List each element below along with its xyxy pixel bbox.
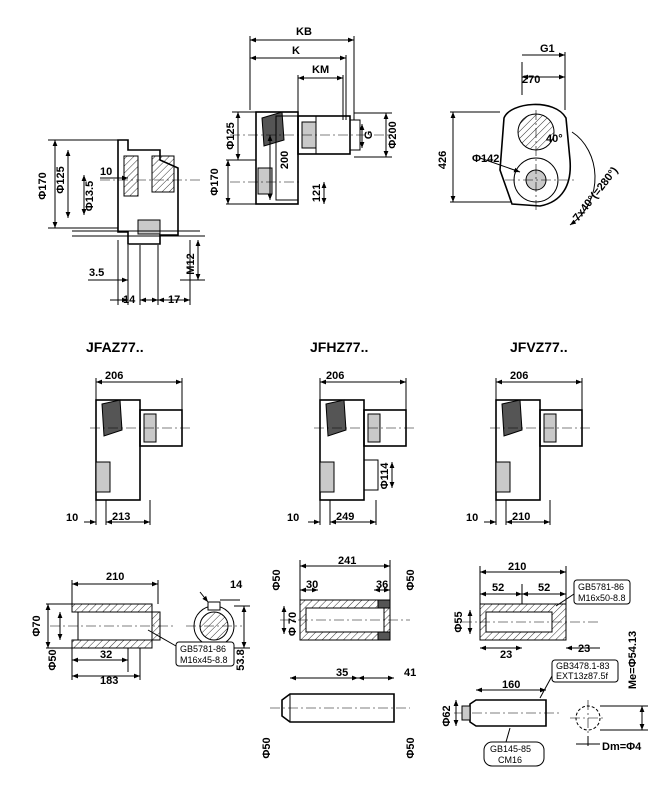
jfhz-view: 206 Φ114 10 249: [287, 370, 414, 525]
k-label: K: [292, 45, 300, 57]
shaft-a-note-line1: GB5781-86: [180, 644, 226, 654]
jfvz-view: 206 10 210: [466, 370, 590, 525]
shaft-v-detail: 210 52 52 Φ55 23 23 GB5781-86 M16x50-8.8…: [441, 561, 648, 767]
shaft-v-160-label: 160: [502, 679, 520, 691]
shaft-v-note1-line1: GB5781-86: [578, 582, 624, 592]
g1-label: G1: [540, 43, 555, 55]
jfvz-210-label: 210: [512, 511, 530, 523]
shaft-v-note2-line1: GB3478.1-83: [556, 661, 610, 671]
shaft-a-183-label: 183: [100, 675, 118, 687]
jfhz-249-label: 249: [336, 511, 354, 523]
left-flange-detail: Φ170 Φ125 Φ13.5 10 3.5 M12 14 17: [37, 139, 205, 306]
holes-label: 7x40°(=280°): [571, 165, 621, 224]
shaft-h-41-label: 41: [404, 667, 416, 679]
jfvz-10-label: 10: [466, 512, 478, 524]
shaft-a-53-8-label: 53.8: [235, 649, 247, 670]
shaft-h-36-label: 36: [376, 579, 388, 591]
deg40-label: 40°: [546, 133, 563, 145]
shaft-a-detail: 210 Φ70 Φ50 32 183 14 53.8 GB5781-86 M16…: [31, 571, 250, 687]
shaft-a-note-line2: M16x45-8.8: [180, 655, 228, 665]
top-center-view: KB K KM Φ200 G Φ125 Φ170 200 121: [209, 26, 399, 205]
dim-17-label: 17: [168, 294, 180, 306]
shaft-v-phi55-label: Φ55: [453, 611, 465, 632]
shaft-h-phi70-label: Φ 70: [287, 612, 299, 636]
shaft-a-phi50-label: Φ50: [47, 649, 59, 670]
dim-270-label: 270: [522, 74, 540, 86]
shaft-h-detail: 241 30 36 Φ50 Φ50 Φ 70 35 41 Φ50 Φ50: [261, 555, 417, 759]
dim-426-label: 426: [437, 151, 449, 169]
dim-10-label: 10: [100, 166, 112, 178]
phi170-top-label: Φ170: [209, 168, 221, 195]
shaft-h-30-label: 30: [306, 579, 318, 591]
jfaz-view: 206 10 213: [66, 370, 190, 525]
jfhz-10-label: 10: [287, 512, 299, 524]
shaft-h-phi50d-label: Φ50: [405, 737, 417, 758]
shaft-a-32-label: 32: [100, 649, 112, 661]
m12-label: M12: [185, 253, 197, 274]
phi125-label: Φ125: [55, 166, 67, 193]
shaft-h-phi50a-label: Φ50: [271, 569, 283, 590]
shaft-v-52b-label: 52: [538, 582, 550, 594]
phi125-top-label: Φ125: [225, 122, 237, 149]
kb-label: KB: [296, 26, 312, 38]
shaft-v-note3-line2: CM16: [498, 755, 522, 765]
shaft-v-23a-label: 23: [500, 649, 512, 661]
shaft-v-note3-line1: GB145-85: [490, 744, 531, 754]
title-jfaz: JFAZ77..: [86, 339, 144, 355]
title-jfvz: JFVZ77..: [510, 339, 568, 355]
phi200-label: Φ200: [387, 121, 399, 148]
shaft-v-phi62-label: Φ62: [441, 705, 453, 726]
shaft-v-23b-label: 23: [578, 643, 590, 655]
shaft-h-phi50c-label: Φ50: [261, 737, 273, 758]
shaft-a-phi70-label: Φ70: [31, 615, 43, 636]
shaft-v-note1-line2: M16x50-8.8: [578, 593, 626, 603]
dim-200-label: 200: [279, 151, 291, 169]
shaft-v-dm-label: Dm=Φ4: [602, 741, 642, 753]
jfaz-213-label: 213: [112, 511, 130, 523]
phi142-label: Φ142: [472, 153, 499, 165]
shaft-h-phi50b-label: Φ50: [405, 569, 417, 590]
shaft-h-35-label: 35: [336, 667, 348, 679]
jfvz-206-label: 206: [510, 370, 528, 382]
shaft-v-52a-label: 52: [492, 582, 504, 594]
jfhz-206-label: 206: [326, 370, 344, 382]
shaft-a-14-label: 14: [230, 579, 243, 591]
phi170-label: Φ170: [37, 172, 49, 199]
shaft-a-210-label: 210: [106, 571, 124, 583]
shaft-v-210-label: 210: [508, 561, 526, 573]
km-label: KM: [312, 64, 329, 76]
dim-14-label: 14: [123, 294, 136, 306]
phi13-5-label: Φ13.5: [84, 181, 96, 211]
shaft-v-me-label: Me=Φ54.13: [627, 631, 639, 689]
top-right-view: G1 270 426 Φ142 40° 7x40°(=280°): [437, 43, 621, 226]
jfhz-phi114-label: Φ114: [379, 462, 391, 490]
g-label: G: [363, 131, 375, 140]
shaft-h-241-label: 241: [338, 555, 356, 567]
shaft-v-note2-line2: EXT13z87.5f: [556, 671, 609, 681]
jfaz-206-label: 206: [105, 370, 123, 382]
jfaz-10-label: 10: [66, 512, 78, 524]
title-jfhz: JFHZ77..: [310, 339, 368, 355]
dim-3-5-label: 3.5: [89, 267, 104, 279]
dim-121-label: 121: [311, 184, 323, 202]
